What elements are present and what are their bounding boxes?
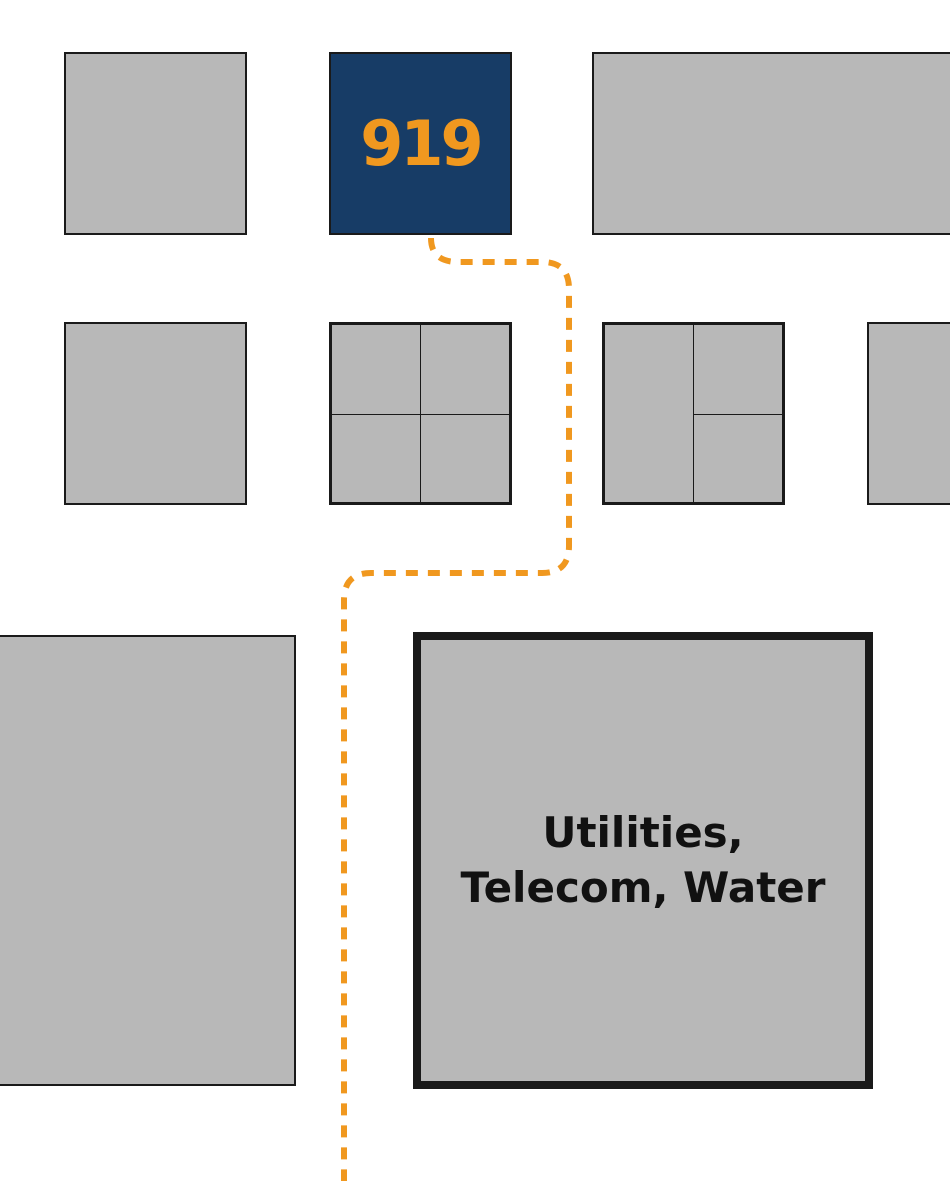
building-block[interactable] xyxy=(592,52,950,235)
utilities-zone-label: Utilities, Telecom, Water xyxy=(421,640,865,1081)
building-block[interactable] xyxy=(0,635,296,1086)
building-unit[interactable] xyxy=(420,414,510,503)
building-unit[interactable] xyxy=(331,414,421,503)
highlighted-building-919[interactable]: 919 xyxy=(329,52,512,235)
building-unit[interactable] xyxy=(693,414,783,503)
utilities-zone[interactable]: Utilities, Telecom, Water xyxy=(413,632,873,1089)
zone-label-line2: Telecom, Water xyxy=(460,862,826,912)
subdivided-building-block[interactable] xyxy=(329,322,512,505)
building-unit[interactable] xyxy=(604,324,694,503)
building-block[interactable] xyxy=(867,322,950,505)
subdivided-building-block[interactable] xyxy=(602,322,785,505)
building-unit[interactable] xyxy=(420,324,510,415)
zone-label-line1: Utilities, xyxy=(542,807,744,857)
building-unit[interactable] xyxy=(693,324,783,415)
building-block[interactable] xyxy=(64,52,247,235)
building-unit[interactable] xyxy=(331,324,421,415)
building-block[interactable] xyxy=(64,322,247,505)
building-number: 919 xyxy=(360,107,483,180)
